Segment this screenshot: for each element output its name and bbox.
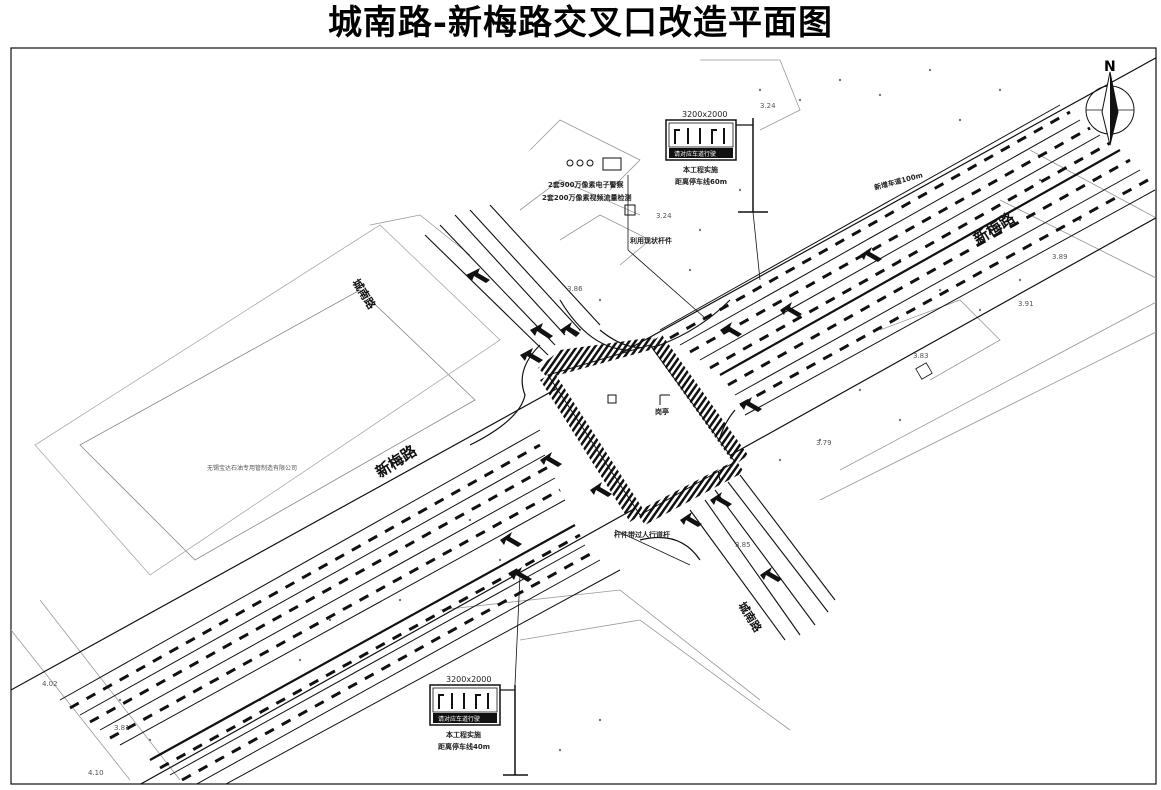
sign-bottom-note2: 距离停车线40m <box>438 742 490 751</box>
elevation-389: 3.89 <box>1052 253 1068 261</box>
road-label-chengnan-s: 城南路 <box>735 599 765 635</box>
sign-top-text: 请对应车道行驶 <box>674 150 716 158</box>
elevation-402: 4.02 <box>42 680 58 688</box>
camera-annotation-2: 2套200万像素视频流量检测 <box>542 193 631 202</box>
sign-top-note1: 本工程实施 <box>682 165 718 174</box>
sign-bottom-text: 请对应车道行驶 <box>438 715 480 723</box>
elevation-324a: 3.24 <box>760 102 776 110</box>
elevation-410: 4.10 <box>88 769 104 777</box>
elevation-386: 3.86 <box>567 285 583 293</box>
road-label-xinmei-ne: 新梅路 <box>970 208 1018 248</box>
sign-bottom-size: 3200x2000 <box>446 675 491 684</box>
elevation-381: 3.81 <box>114 724 130 732</box>
sign-top-size: 3200x2000 <box>682 110 727 119</box>
north-arrow-icon: N <box>1085 59 1135 146</box>
ne-lane-annotation: 新增车道100m <box>873 170 924 192</box>
camera-annotation-1: 2套900万像素电子警察 <box>548 180 624 189</box>
elevation-383: 3.83 <box>913 352 929 360</box>
crosswalks <box>538 335 748 525</box>
north-label: N <box>1104 59 1116 75</box>
elevation-385: 3.85 <box>735 541 751 549</box>
chengnan-road <box>424 204 836 641</box>
lane-dashes <box>69 110 1149 782</box>
lane-guide-sign-bottom <box>429 684 501 726</box>
parcel-lines <box>11 59 1156 781</box>
ped-signal-annotation: 杆件带过人行道杆 <box>614 530 670 539</box>
road-label-chengnan-n: 城南路 <box>349 276 379 312</box>
sign-bottom-note1: 本工程实施 <box>445 730 481 739</box>
lane-guide-sign-top <box>665 119 737 161</box>
sign-poles <box>500 118 768 776</box>
lane-arrows <box>466 247 882 582</box>
marker-box <box>915 362 933 380</box>
elevation-324b: 3.24 <box>656 212 672 220</box>
company-label: 无锡宝达石油专用管制造有限公司 <box>207 464 297 472</box>
pole-annotation: 利用现状杆件 <box>630 236 672 245</box>
elevation-379: 3.79 <box>816 439 832 447</box>
page-title: 城南路-新梅路交叉口改造平面图 <box>327 3 834 43</box>
road-label-xinmei-sw: 新梅路 <box>372 441 420 481</box>
guard-annotation: 岗亭 <box>655 407 669 416</box>
elevation-391: 3.91 <box>1018 300 1034 308</box>
drawing-frame <box>10 47 1157 785</box>
camera-device-icons <box>566 157 636 216</box>
sign-top-note2: 距离停车线60m <box>675 177 727 186</box>
guard-booth-icon <box>607 394 617 404</box>
